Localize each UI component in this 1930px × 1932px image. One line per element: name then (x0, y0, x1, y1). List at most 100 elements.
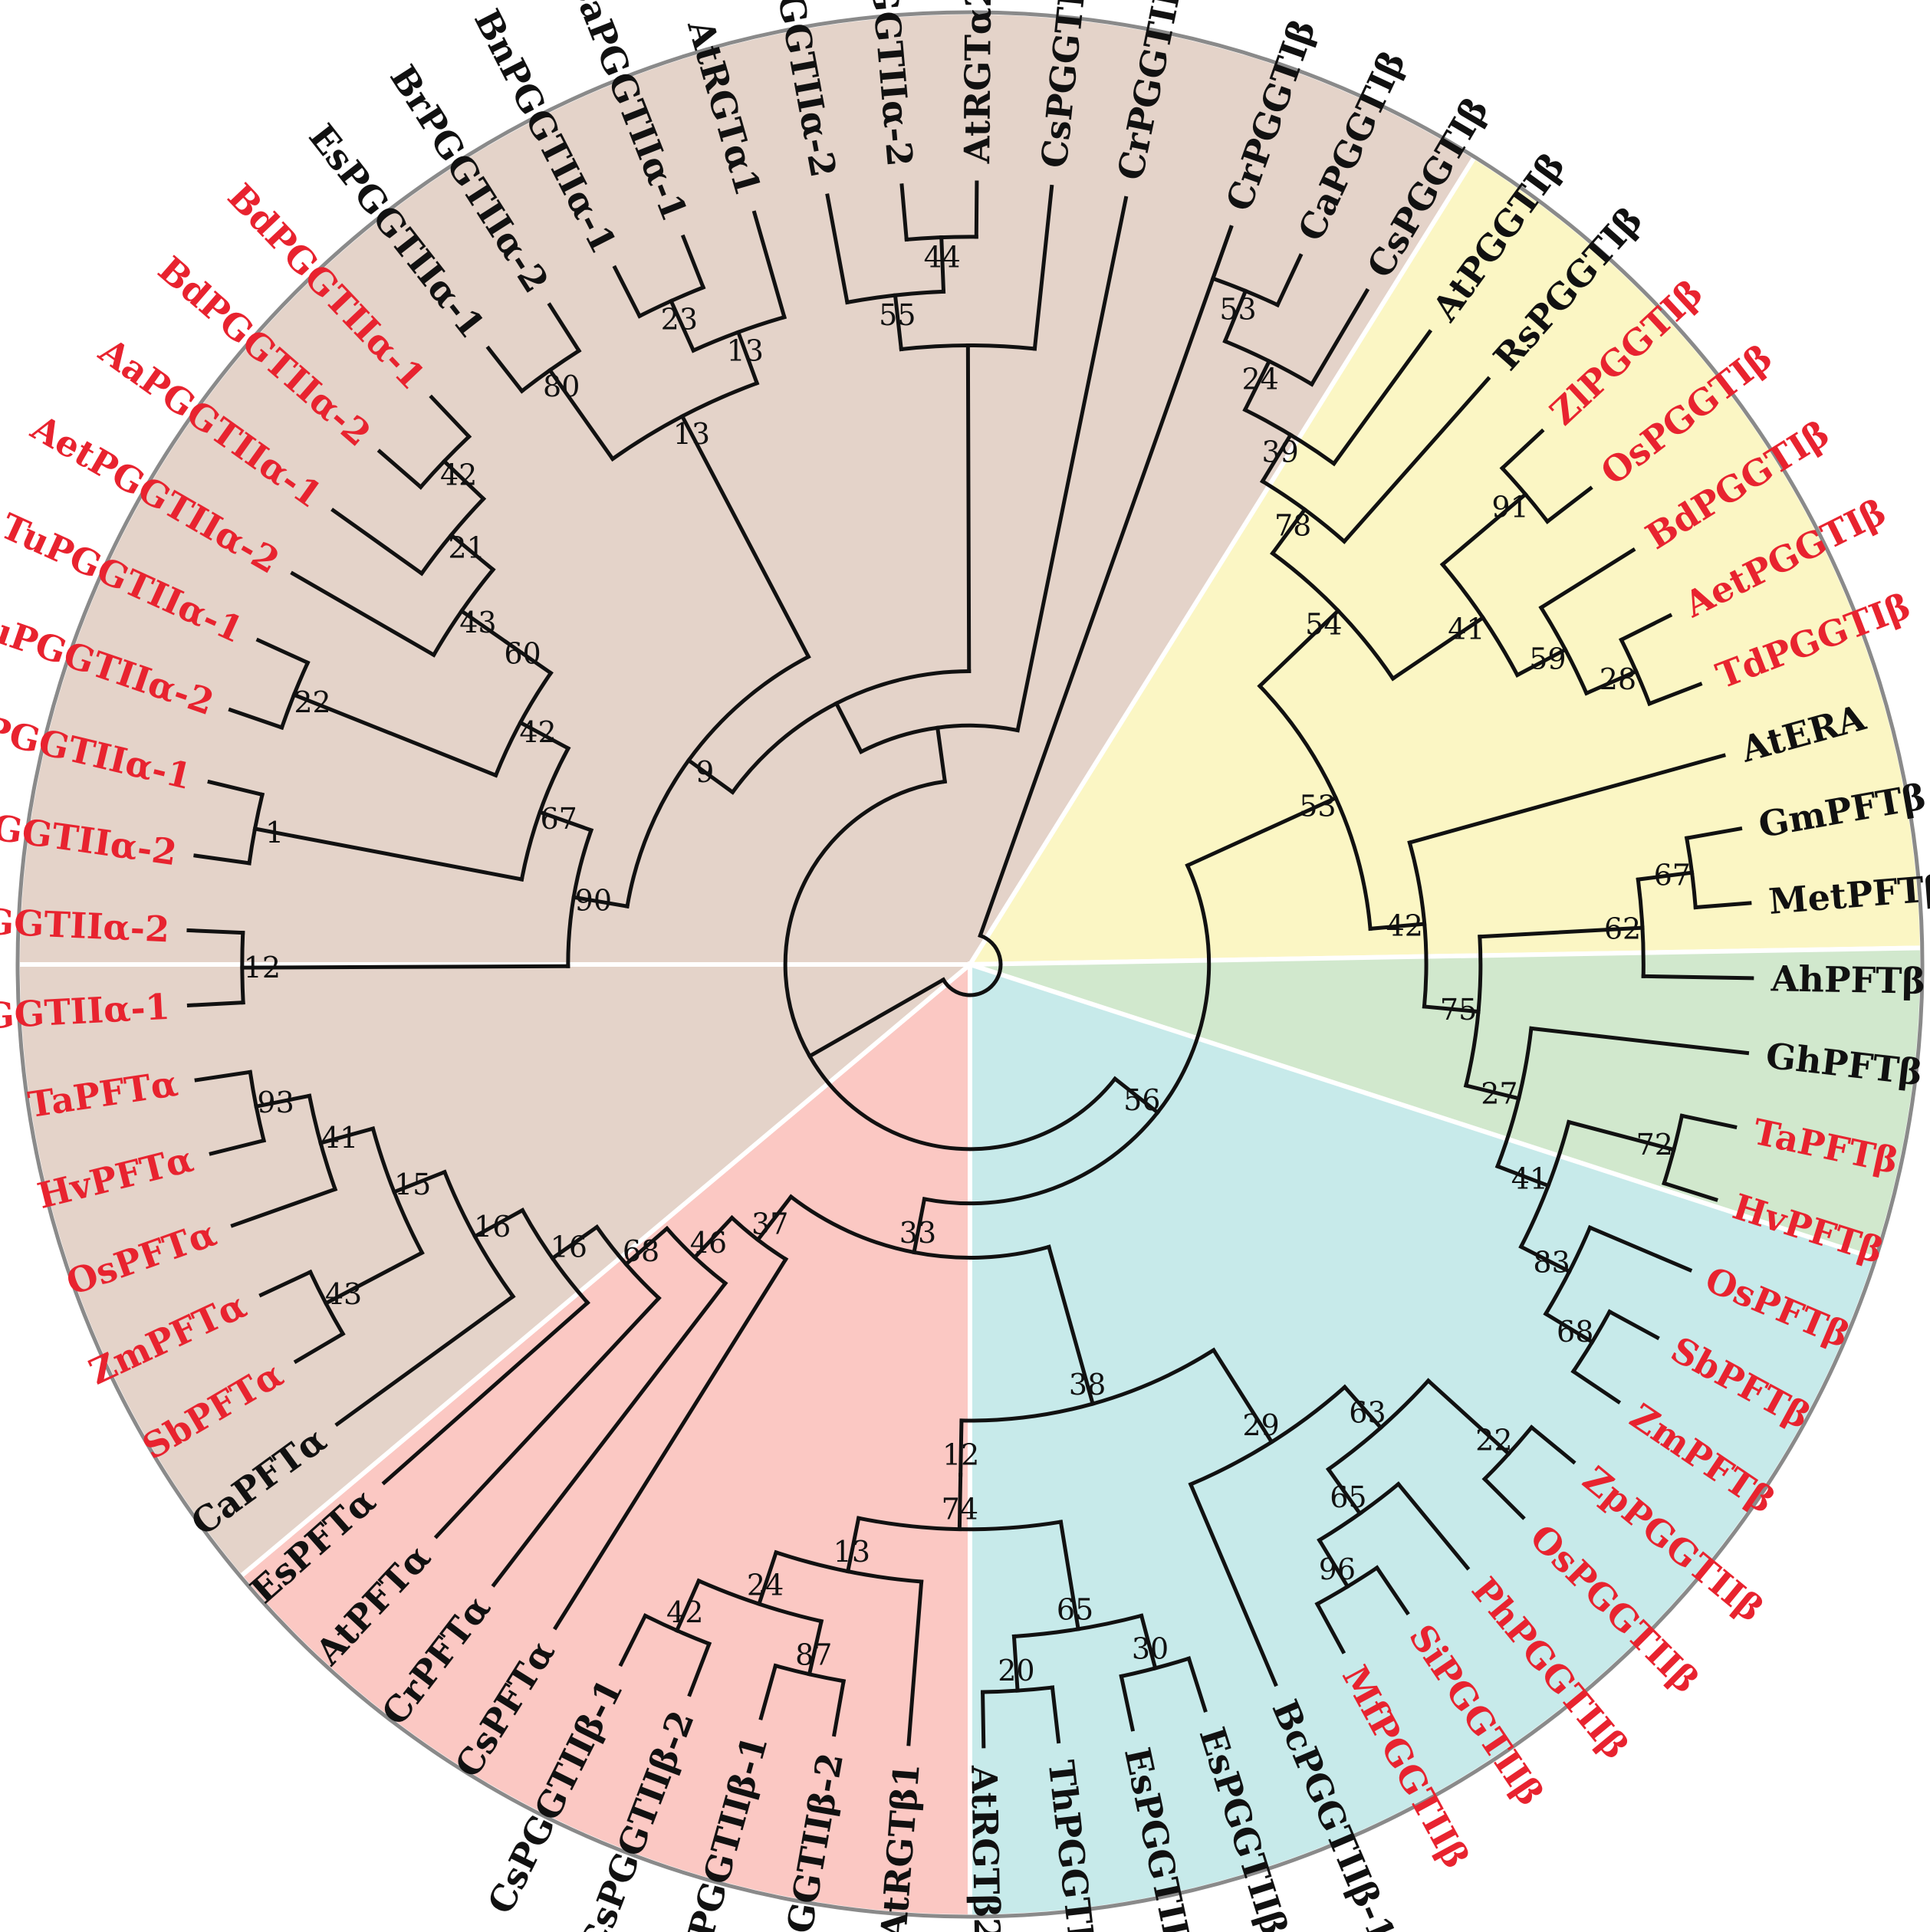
branch-spoke (1693, 901, 1752, 910)
branch-spoke (537, 810, 594, 833)
bootstrap-value: 80 (543, 370, 580, 403)
branch-spoke (1606, 1309, 1660, 1341)
bootstrap-value: 28 (1600, 662, 1636, 696)
bootstrap-value: 13 (833, 1535, 870, 1569)
bootstrap-value: 42 (519, 715, 556, 749)
branch-spoke (441, 458, 487, 502)
branch-spoke (291, 692, 498, 778)
bootstrap-value: 74 (942, 1493, 978, 1526)
branch-spoke (1619, 613, 1673, 642)
branch-spoke (550, 1224, 600, 1261)
branch-spoke (680, 234, 706, 291)
branch-spoke (751, 210, 787, 320)
branch-arc (940, 933, 1003, 997)
bootstrap-value: 23 (661, 302, 698, 336)
bootstrap-labels: 5324397891285941546762726883412775425322… (244, 241, 1691, 1688)
branch-spoke (1439, 491, 1528, 567)
branch-spoke (381, 1300, 590, 1486)
branch-spoke (209, 1138, 267, 1156)
bootstrap-value: 83 (1533, 1246, 1570, 1280)
bootstrap-value: 65 (1330, 1480, 1366, 1514)
branch-spoke (906, 1579, 924, 1746)
branch-spoke (1050, 1685, 1061, 1744)
bootstrap-value: 72 (1636, 1128, 1673, 1162)
branch-spoke (1390, 615, 1486, 682)
leaf-label: AtRGTβ2 (963, 1764, 1008, 1932)
branch-spoke (290, 570, 437, 658)
branch-spoke (1112, 1076, 1161, 1116)
branch-spoke (756, 1549, 779, 1607)
branch-spoke (1566, 1119, 1676, 1152)
bootstrap-value: 9 (695, 755, 714, 789)
branch-spoke (935, 725, 948, 784)
branch-spoke (186, 1001, 245, 1008)
bootstrap-value: 13 (673, 417, 710, 451)
branch-spoke (194, 1070, 253, 1083)
branch-spoke (1463, 1083, 1521, 1101)
branch-spoke (825, 193, 850, 305)
branch-spoke (623, 1225, 670, 1267)
branch-spoke (491, 1280, 728, 1588)
branch-spoke (668, 298, 696, 353)
bootstrap-value: 29 (1242, 1408, 1279, 1442)
bootstrap-value: 63 (1349, 1396, 1386, 1430)
branch-spoke (485, 345, 525, 394)
branch-spoke (912, 1197, 927, 1255)
bootstrap-value: 68 (623, 1234, 659, 1268)
branch-spoke (939, 235, 946, 294)
branch-spoke (258, 1269, 314, 1298)
bootstrap-value: 41 (321, 1121, 358, 1155)
branch-spoke (448, 532, 496, 573)
tree-branches (186, 180, 1754, 1749)
bootstrap-value: 39 (1262, 435, 1299, 468)
branch-spoke (391, 1169, 448, 1195)
branch-spoke (1186, 1656, 1208, 1713)
branch-spoke (1270, 507, 1308, 557)
branch-spoke (318, 1126, 376, 1145)
bootstrap-value: 91 (1491, 491, 1528, 524)
branch-spoke (503, 639, 554, 676)
bootstrap-value: 20 (998, 1654, 1034, 1687)
branch-spoke (1139, 1613, 1158, 1671)
branch-spoke (1422, 1004, 1481, 1014)
bootstrap-value: 42 (1386, 909, 1423, 942)
bootstrap-value: 21 (448, 531, 485, 564)
branch-spoke (1494, 1164, 1551, 1188)
branch-spoke (1119, 1674, 1136, 1732)
branch-spoke (981, 1690, 986, 1749)
branch-spoke (553, 1257, 789, 1631)
branch-spoke (1538, 547, 1636, 610)
branch-spoke (334, 1293, 516, 1428)
branch-spoke (899, 183, 909, 242)
branch-spoke (433, 1295, 662, 1539)
branch-spoke (1309, 288, 1370, 387)
branch-spoke (1583, 669, 1639, 696)
branch-spoke (807, 977, 946, 1060)
branch-spoke (687, 1641, 712, 1697)
bootstrap-value: 38 (1069, 1368, 1106, 1401)
branch-spoke (1543, 1311, 1595, 1345)
branch-spoke (547, 367, 616, 462)
bootstrap-value: 93 (257, 1086, 294, 1119)
branch-spoke (1425, 1378, 1512, 1457)
bootstrap-value: 27 (1481, 1077, 1517, 1111)
branch-spoke (323, 1250, 425, 1306)
branch-spoke (1529, 1026, 1750, 1056)
branch-spoke (957, 1473, 963, 1532)
bootstrap-value: 68 (1557, 1315, 1593, 1349)
branch-spoke (376, 449, 424, 490)
branch-spoke (330, 508, 425, 577)
branch-spoke (1499, 428, 1545, 472)
bootstrap-value: 46 (690, 1226, 727, 1260)
branch-spoke (1222, 288, 1248, 344)
branch-spoke (240, 964, 570, 970)
bootstrap-value: 43 (325, 1277, 362, 1311)
branch-spoke (1058, 1520, 1081, 1631)
branch-spoke (254, 1093, 312, 1109)
branch-spoke (1257, 608, 1341, 689)
branch-spoke (1317, 1537, 1350, 1589)
branch-spoke (893, 293, 904, 352)
branch-spoke (807, 1618, 824, 1677)
bootstrap-value: 59 (1529, 642, 1566, 675)
